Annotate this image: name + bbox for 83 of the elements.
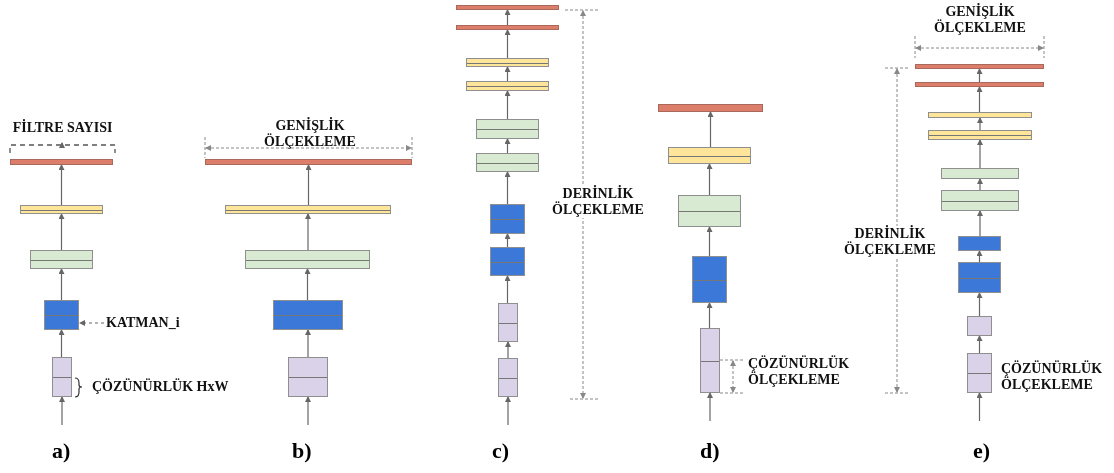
annotation-text: GENİŞLİK ÖLÇEKLEME xyxy=(933,4,1027,36)
arrow xyxy=(505,396,511,426)
annotation-text: GENİŞLİK ÖLÇEKLEME xyxy=(263,118,357,150)
arrow xyxy=(707,392,713,422)
arrow xyxy=(504,171,511,205)
layer-block xyxy=(490,204,525,234)
layer-block xyxy=(466,81,549,91)
arrow xyxy=(706,302,713,329)
layer-block xyxy=(498,303,518,342)
layer-bar xyxy=(456,25,559,30)
arrow xyxy=(58,268,65,301)
annotation-text: ÇÖZÜNÜRLÜK ÖLÇEKLEME xyxy=(1001,361,1104,393)
layer-block xyxy=(700,328,720,393)
layer-block xyxy=(288,357,328,397)
arrow xyxy=(504,138,511,154)
leader-line xyxy=(79,320,105,326)
layer-block xyxy=(678,195,741,227)
panel-caption: a) xyxy=(52,438,71,464)
layer-block xyxy=(476,153,539,172)
arrow xyxy=(305,329,311,358)
arrow xyxy=(504,233,511,248)
arrow xyxy=(706,163,713,196)
layer-block xyxy=(490,247,525,276)
arrow xyxy=(305,164,312,206)
layer-block xyxy=(668,147,751,164)
arrow xyxy=(976,250,983,263)
arrow xyxy=(977,117,983,131)
arrow xyxy=(58,164,65,206)
arrow xyxy=(977,210,983,237)
layer-block xyxy=(476,119,539,139)
layer-block xyxy=(30,250,93,269)
layer-bar xyxy=(10,159,113,165)
layer-bar xyxy=(205,159,412,165)
arrow xyxy=(976,335,983,354)
arrow xyxy=(504,90,511,120)
arrow xyxy=(504,29,511,59)
layer-bar xyxy=(915,82,1044,87)
layer-block xyxy=(245,250,370,269)
layer-block xyxy=(225,205,391,214)
layer-block xyxy=(958,236,1001,251)
layer-block xyxy=(498,358,518,397)
arrow xyxy=(505,341,511,359)
layer-block xyxy=(44,300,79,330)
layer-block xyxy=(928,130,1032,140)
layer-block xyxy=(941,168,1019,179)
arrow xyxy=(305,213,311,251)
layer-block xyxy=(928,112,1032,118)
layer-label: KATMAN_i xyxy=(106,315,180,331)
annotation-text: ÇÖZÜNÜRLÜK ÖLÇEKLEME xyxy=(748,356,851,388)
layer-bar xyxy=(915,64,1044,69)
layer-block xyxy=(273,300,343,330)
arrow xyxy=(977,139,983,169)
arrow xyxy=(976,392,983,422)
arrow xyxy=(706,226,713,257)
arrow xyxy=(504,66,511,82)
arrow xyxy=(976,292,983,317)
annotation-text: FİLTRE SAYISI xyxy=(11,120,114,136)
arrow xyxy=(977,178,983,191)
layer-block xyxy=(967,353,992,393)
panel-caption: b) xyxy=(292,438,312,464)
layer-block xyxy=(941,190,1019,211)
arrow xyxy=(304,268,311,301)
arrow xyxy=(58,329,65,358)
layer-block xyxy=(52,357,72,397)
arrow xyxy=(504,275,511,304)
layer-bar xyxy=(456,5,559,10)
annotation-text: ÇÖZÜNÜRLÜK HxW xyxy=(92,379,229,395)
arrow xyxy=(976,68,983,83)
layer-block xyxy=(967,316,992,336)
layer-block xyxy=(692,256,727,303)
layer-bar xyxy=(658,104,763,112)
arrow xyxy=(504,9,511,26)
layer-block xyxy=(466,58,549,67)
panel-caption: e) xyxy=(973,438,991,464)
layer-block xyxy=(958,262,1001,293)
arrow xyxy=(976,86,983,113)
panel-caption: c) xyxy=(492,438,510,464)
arrow xyxy=(59,396,65,426)
arrow xyxy=(707,111,714,148)
layer-block xyxy=(20,205,103,214)
panel-caption: d) xyxy=(700,438,720,464)
arrow xyxy=(58,213,65,251)
arrow xyxy=(305,396,311,426)
